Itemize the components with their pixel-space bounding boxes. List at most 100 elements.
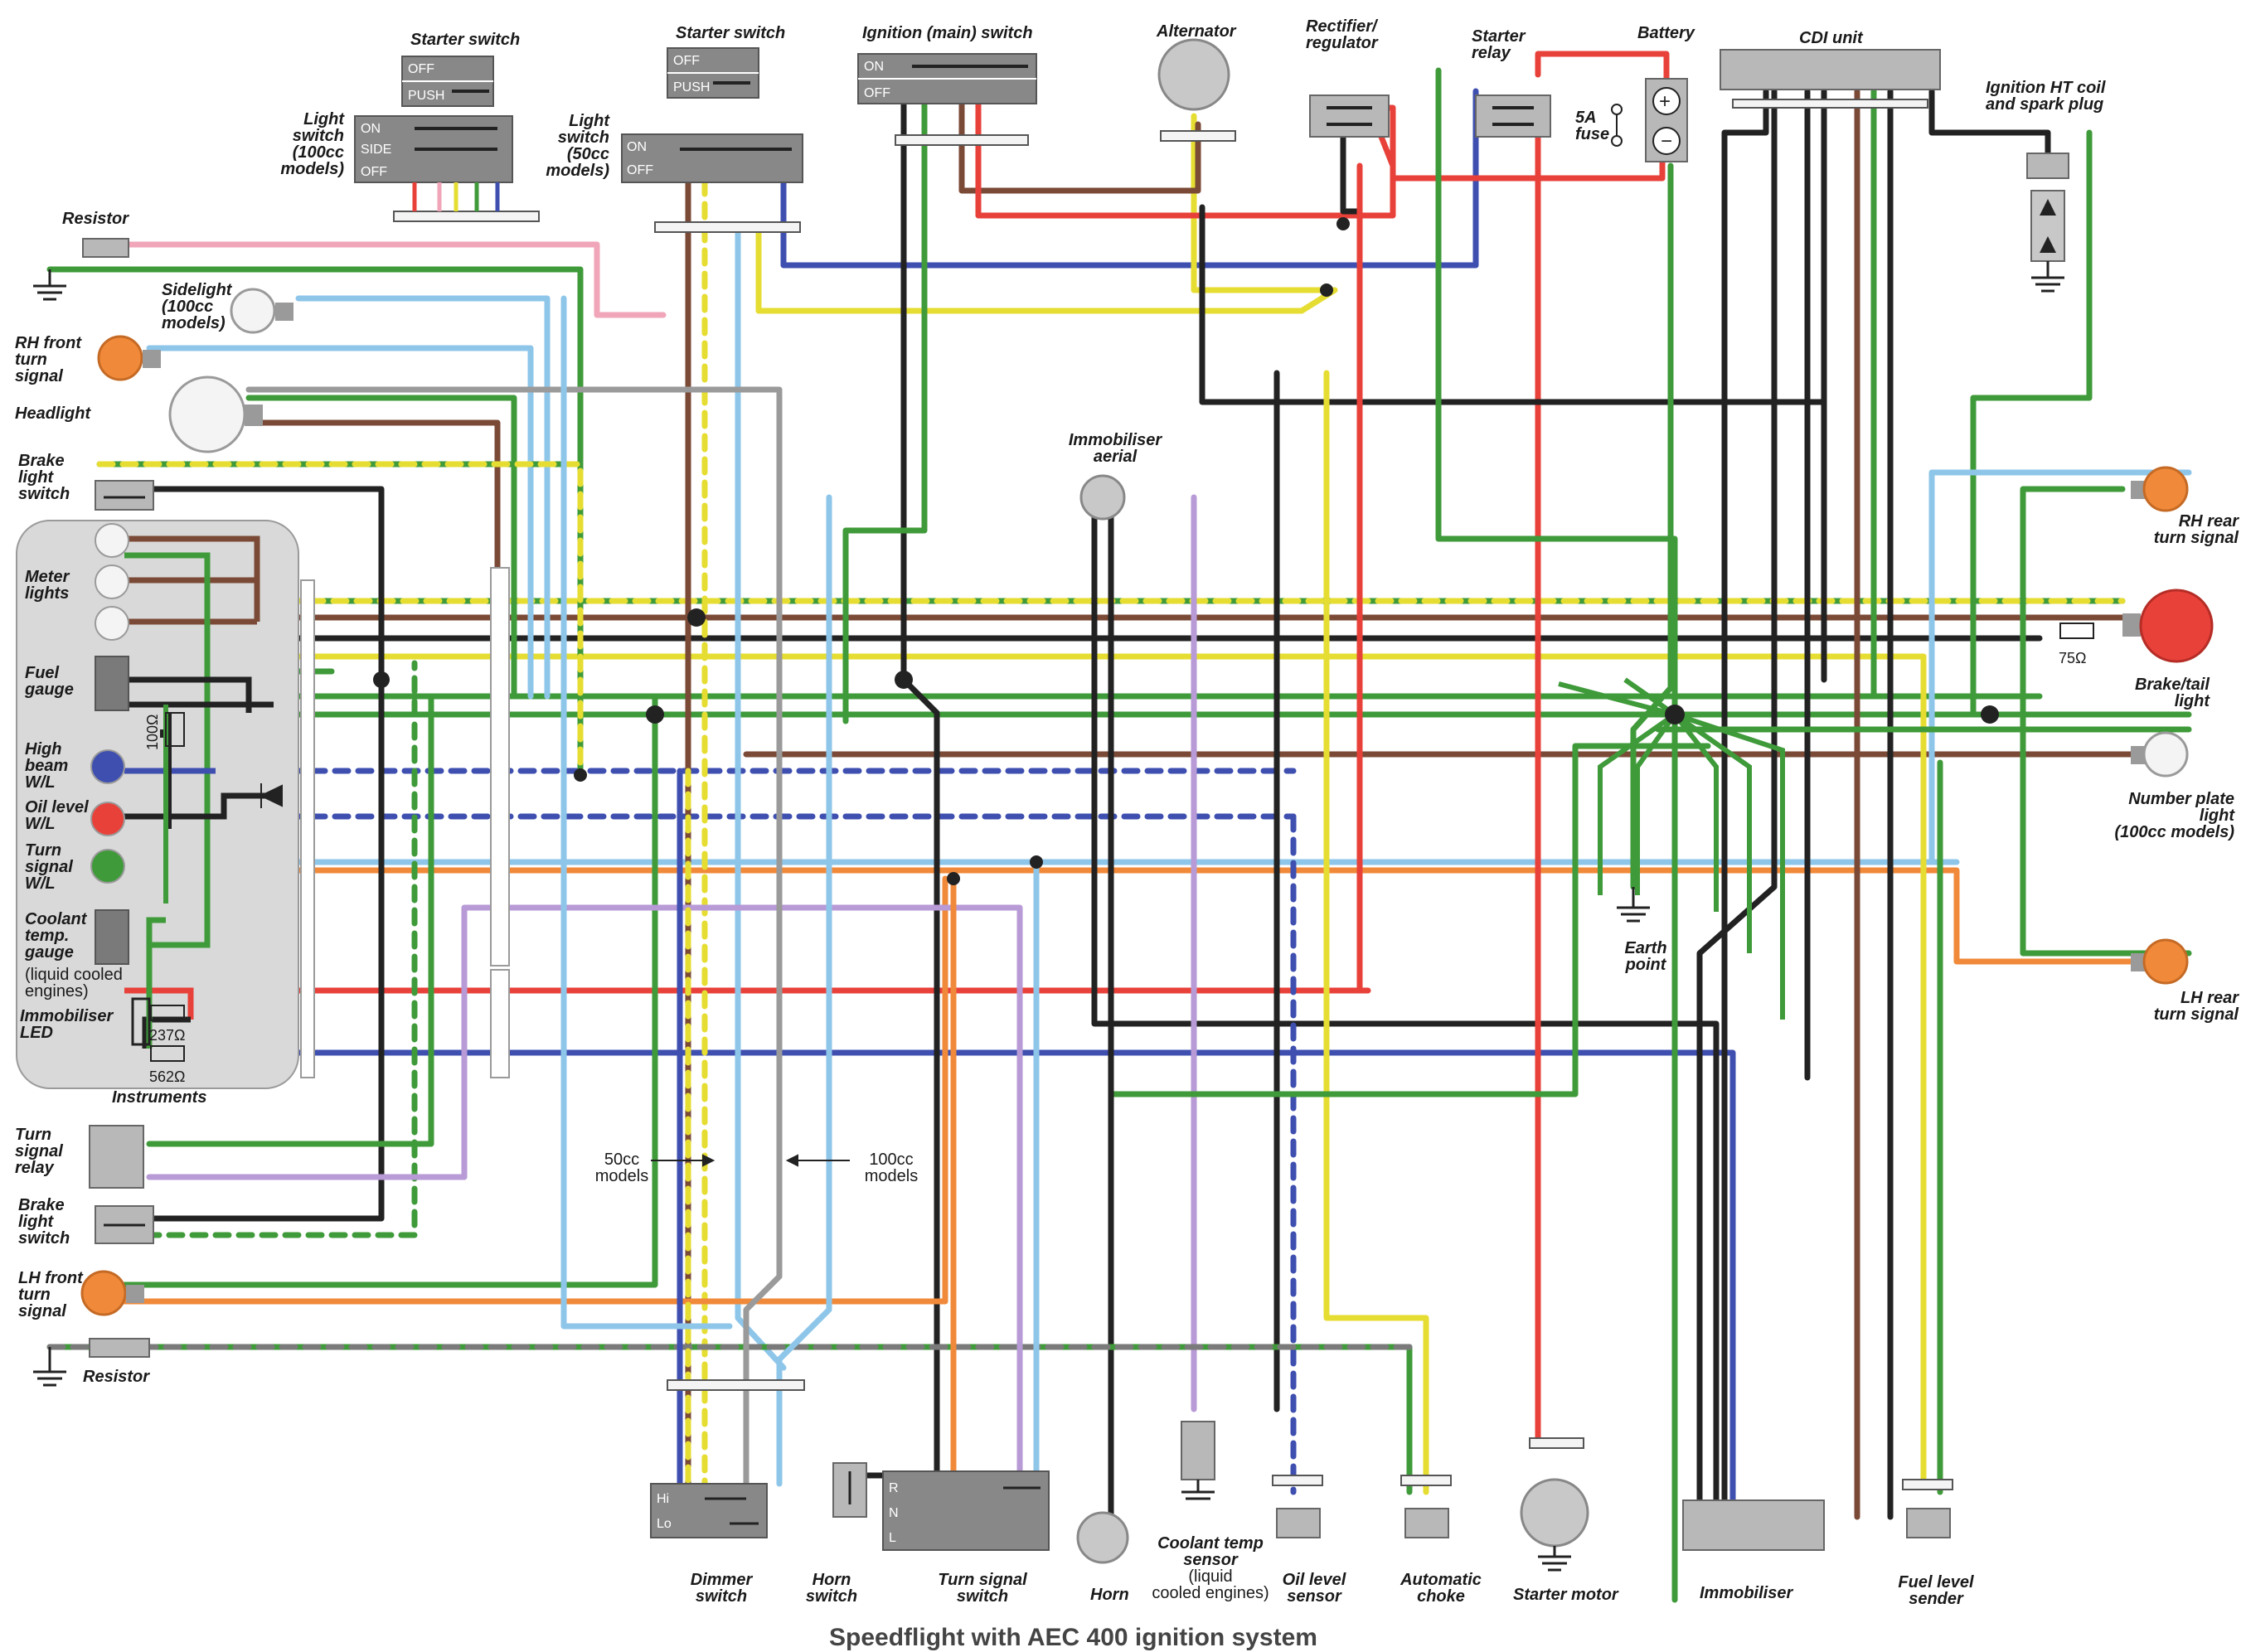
wire-light-blue-dimmer [776, 494, 832, 1487]
brake-light-switch-top-icon [95, 480, 154, 511]
oil-level-sensor-icon [1272, 1475, 1323, 1538]
instrument-panel [16, 520, 510, 1089]
wire-black-brake-top [96, 486, 385, 1222]
brake-tail-bulb-icon [2122, 589, 2214, 663]
wire-black-immobiliser [1091, 494, 1720, 1520]
bottom-harness-connector [667, 1379, 805, 1391]
horn-switch [832, 1462, 867, 1518]
resistor-top-icon [33, 238, 129, 301]
label-resistor-bottom: Resistor [83, 1368, 150, 1386]
svg-text:Hi: Hi [657, 1492, 669, 1506]
svg-text:ON: ON [864, 60, 884, 74]
automatic-choke-icon [1400, 1475, 1452, 1538]
svg-text:−: − [1661, 130, 1672, 153]
wire-yellow-brake-top-o [96, 461, 584, 778]
resistor-237-icon [150, 1005, 185, 1021]
lh-rear-turn-bulb-icon [2131, 938, 2189, 985]
wire-brown-ign [958, 71, 1201, 194]
wire-purple-relay [146, 904, 1023, 1487]
ht-coil-icon [2026, 153, 2069, 293]
label-immobiliser: Immobiliser [1700, 1584, 1793, 1602]
label-horn: Horn [1090, 1586, 1129, 1604]
wire-white-headlight [245, 386, 783, 716]
wire-light-blue-side [295, 295, 551, 700]
fuel-level-sender-icon [1902, 1479, 1953, 1538]
label-r-75: 75Ω [2059, 650, 2086, 666]
label-r-100: 100Ω [144, 715, 161, 751]
label-resistor-top: Resistor [62, 210, 129, 228]
starter-relay-icon [1475, 94, 1551, 138]
label-starter-switch-100: Starter switch [410, 31, 520, 49]
fuel-gauge-icon [95, 656, 129, 711]
model-arrows [651, 1154, 850, 1167]
ignition-switch: ON OFF [857, 53, 1037, 146]
wire-green-choke [1435, 67, 1678, 1603]
wire-light-blue-v1 [735, 229, 787, 1371]
immobiliser-aerial-icon [1079, 474, 1126, 521]
svg-text:R: R [889, 1481, 899, 1495]
immobiliser-led-icon [131, 997, 151, 1046]
meter-light-2-icon [95, 564, 129, 599]
wire-light-blue-rhfront [146, 345, 534, 700]
wire-green-ht [1970, 129, 2093, 716]
label-battery: Battery [1637, 24, 1695, 42]
meter-light-3-icon [95, 606, 129, 641]
turn-signal-relay-icon [89, 1125, 144, 1189]
lh-front-turn-bulb-icon [80, 1270, 144, 1316]
battery-icon: + − [1645, 78, 1688, 162]
immobiliser-unit-icon [1682, 1499, 1825, 1551]
cdi-unit-icon [1720, 49, 1941, 109]
rh-rear-turn-bulb-icon [2131, 466, 2189, 512]
alternator-icon [1157, 38, 1236, 142]
earth-star-junction [1558, 677, 1785, 1020]
svg-text:PUSH: PUSH [408, 89, 444, 103]
wire-blue-immobiliser [121, 1049, 1736, 1520]
svg-text:OFF: OFF [673, 54, 700, 68]
wire-green-ign [842, 71, 928, 724]
